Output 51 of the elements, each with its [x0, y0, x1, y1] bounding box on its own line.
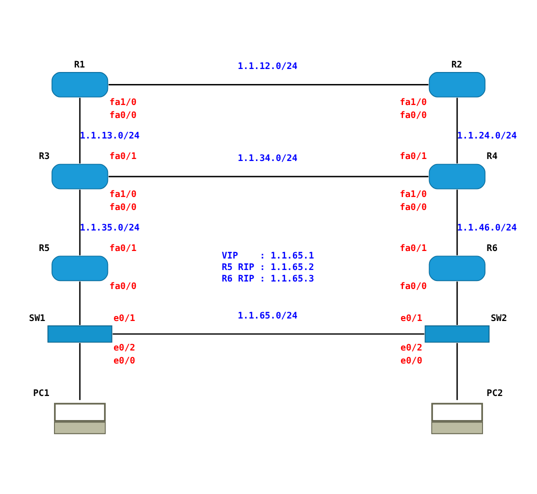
node-label: SW1 [29, 313, 46, 324]
node-label: fa0/0 [400, 110, 427, 121]
connector [108, 84, 428, 85]
edge-label: 1.1.24.0/24 [457, 131, 517, 142]
node-label: fa1/0 [400, 98, 427, 108]
node-label: e0/2 [113, 342, 136, 353]
connector [79, 342, 81, 400]
connector [456, 189, 458, 255]
edge-label: 1.1.13.0/24 [80, 131, 140, 142]
connector [456, 97, 458, 163]
node-label: R6 [486, 244, 498, 254]
node-label: fa1/0 [109, 189, 137, 200]
node-label: fa0/1 [400, 244, 427, 254]
edge-label: 1.1.34.0/24 [238, 153, 298, 164]
node-label: R4 [486, 152, 498, 162]
connector [456, 342, 458, 400]
connector [112, 332, 424, 334]
node-label: R2 [451, 60, 462, 70]
edge-label: 1.1.12.0/24 [238, 61, 298, 72]
edge-label: 1.1.35.0/24 [80, 223, 140, 234]
node-label: e0/1 [113, 313, 136, 324]
node-label: R5 [38, 244, 50, 254]
connector [79, 189, 81, 255]
node-label: e0/0 [400, 356, 422, 366]
label: VIP : 1.1.65.1 [222, 250, 314, 261]
node-label: e0/2 [400, 342, 422, 353]
label: R6 RIP : 1.1.65.3 [222, 274, 314, 284]
node-label: SW2 [490, 313, 508, 324]
node-label: e0/0 [113, 356, 136, 366]
node-label: e0/1 [400, 313, 422, 324]
node-label: PC1 [33, 388, 50, 398]
node-label: fa0/1 [109, 244, 137, 254]
node-label: fa0/1 [400, 152, 427, 162]
label: R5 RIP : 1.1.65.2 [222, 262, 314, 272]
node-label: fa0/0 [400, 202, 427, 213]
node-label: fa1/0 [400, 189, 427, 200]
node-label: fa1/0 [109, 98, 137, 108]
node-label: fa0/0 [109, 110, 137, 121]
node-label: PC2 [486, 388, 503, 398]
node-label: R3 [38, 152, 50, 162]
edge-label: 1.1.65.0/24 [238, 310, 298, 321]
node-label: fa0/1 [109, 152, 137, 162]
node-label: fa0/0 [109, 202, 137, 213]
node-label: fa0/0 [109, 281, 137, 292]
connector [108, 175, 428, 177]
connector [79, 281, 81, 324]
connector [456, 281, 458, 324]
connector [79, 97, 81, 163]
node-label: R1 [74, 60, 85, 70]
node-label: fa0/0 [400, 281, 427, 292]
edge-label: 1.1.46.0/24 [457, 223, 517, 234]
